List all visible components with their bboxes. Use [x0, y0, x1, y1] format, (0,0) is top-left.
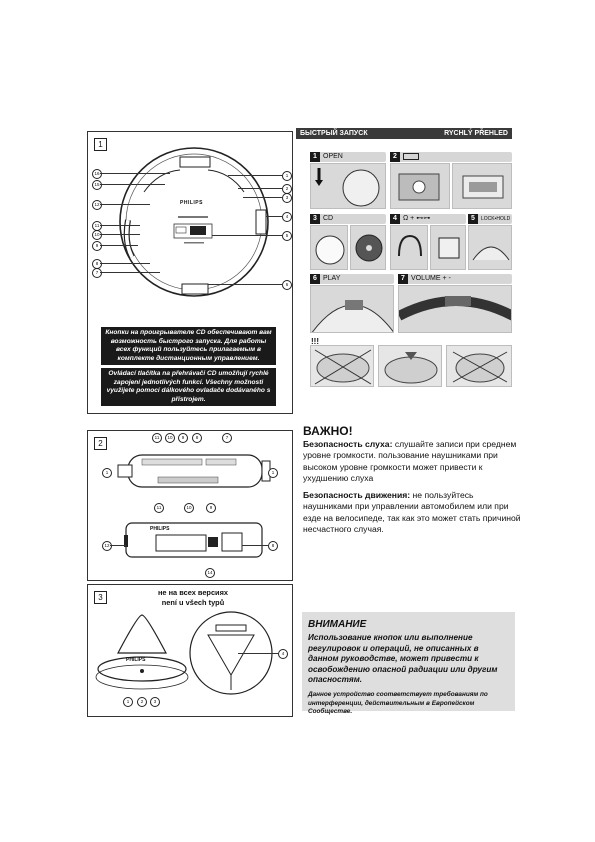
compliance-note: Данное устройство соответствует требован… [308, 690, 488, 716]
warning-photo-2 [378, 345, 442, 387]
callout-15: 15 [92, 180, 102, 190]
callout-7: 7 [92, 268, 102, 278]
callout-10: 10 [165, 433, 175, 443]
cd-player-illustration [119, 147, 269, 297]
stand-illustration [95, 611, 273, 695]
caution-box: ВНИМАНИЕ Использование кнопок или выполн… [302, 612, 515, 715]
step-1-photo [310, 163, 386, 209]
quick-start-label-ru: БЫСТРЫЙ ЗАПУСК [300, 130, 368, 137]
leader-line [238, 188, 282, 189]
leader-line [100, 234, 140, 235]
callout-9: 9 [92, 241, 102, 251]
panel-1-cd-player-controls: 1 PHILIPS 16 15 12 11 10 9 8 7 [87, 131, 293, 414]
leader-line [242, 545, 268, 546]
callout-10: 10 [92, 230, 102, 240]
leader-line [100, 263, 150, 264]
step-4-photo-a [390, 225, 428, 270]
step-6-photo [310, 285, 394, 333]
callout-7: 7 [222, 433, 232, 443]
callout-16: 16 [92, 169, 102, 179]
leader-line [110, 545, 126, 546]
leader-line [100, 225, 140, 226]
hearing-safety-text: слушайте записи при среднем уровне громк… [303, 439, 517, 484]
version-note: не на всех версиях není u všech typů [118, 588, 268, 608]
callout-1: 1 [123, 697, 133, 707]
panel-3-stand-accessory: 3 не на всех версиях není u všech typů P… [87, 584, 293, 717]
callout-bottom-10: 10 [184, 503, 194, 513]
step-5-photo [468, 225, 512, 270]
callout-9: 9 [178, 433, 188, 443]
leader-line [228, 175, 282, 176]
step-2-photo-a [390, 163, 450, 209]
quick-start-label-cz: RYCHLÝ PŘEHLED [444, 130, 508, 137]
panel-number: 2 [94, 437, 107, 450]
callout-8: 8 [192, 433, 202, 443]
callout-bottom-9: 9 [206, 503, 216, 513]
important-title: ВАЖНО! [303, 424, 353, 438]
leader-line [100, 245, 138, 246]
panel1-brand-logo: PHILIPS [180, 200, 203, 206]
callout-14: 14 [205, 568, 215, 578]
leader-line [212, 235, 282, 236]
battery-icon [403, 152, 419, 160]
callout-12: 12 [102, 541, 112, 551]
callout-left-1: 1 [102, 468, 112, 478]
leader-line [266, 216, 282, 217]
caution-body: Использование кнопок или выполнение регу… [308, 633, 498, 685]
callout-4: 4 [282, 212, 292, 222]
panel-number: 3 [94, 591, 107, 604]
leader-line [100, 184, 165, 185]
warning-photo-1 [310, 345, 374, 387]
caution-title: ВНИМАНИЕ [308, 619, 367, 630]
traffic-safety-text: не пользуйтесь наушниками при управлении… [303, 490, 521, 535]
callout-5: 5 [282, 231, 292, 241]
warning-marks: !!! [311, 337, 319, 346]
step-3-photo-b [350, 225, 386, 270]
callout-11: 11 [152, 433, 162, 443]
leader-line [238, 653, 278, 654]
leader-line [100, 204, 150, 205]
callout-bottom-11: 11 [154, 503, 164, 513]
callout-3: 3 [150, 697, 160, 707]
step-2-header: 2 [390, 152, 512, 162]
leader-line [100, 173, 170, 174]
leader-line [243, 197, 282, 198]
step-2-photo-b [452, 163, 512, 209]
leader-line [100, 272, 160, 273]
callout-12: 12 [92, 200, 102, 210]
callout-8-lower: 8 [268, 541, 278, 551]
callout-1: 1 [282, 171, 292, 181]
callout-right-1: 1 [268, 468, 278, 478]
panel-2-remote-control: 2 PHILIPS 11 10 9 8 7 1 1 11 10 9 12 8 1… [87, 430, 293, 581]
warning-photo-3 [446, 345, 512, 387]
version-note-ru: не на всех версиях [157, 588, 229, 597]
remote-brand-logo: PHILIPS [150, 526, 170, 532]
step-4-photo-b [430, 225, 466, 270]
step-7-photo [398, 285, 512, 333]
callout-2: 2 [137, 697, 147, 707]
note-box-czech: Ovládací tlačítka na přehrávači CD umožň… [101, 368, 276, 406]
note-box-russian: Кнопки на проигрывателе CD обеспечивают … [101, 327, 276, 365]
traffic-safety-paragraph: Безопасность движения: не пользуйтесь на… [303, 490, 521, 536]
stand-brand-logo: PHILIPS [126, 657, 146, 663]
quick-start-header: БЫСТРЫЙ ЗАПУСК RYCHLÝ PŘEHLED [296, 128, 512, 139]
panel-number: 1 [94, 138, 107, 151]
callout-3: 3 [282, 193, 292, 203]
callout-4: 4 [278, 649, 288, 659]
callout-6: 6 [282, 280, 292, 290]
version-note-cz: není u všech typů [161, 598, 225, 607]
hearing-safety-paragraph: Безопасность слуха: слушайте записи при … [303, 439, 521, 485]
leader-line [208, 284, 282, 285]
step-3-photo-a [310, 225, 348, 270]
traffic-safety-label: Безопасность движения: [303, 490, 411, 500]
remote-top-view [117, 454, 271, 558]
hearing-safety-label: Безопасность слуха: [303, 439, 393, 449]
